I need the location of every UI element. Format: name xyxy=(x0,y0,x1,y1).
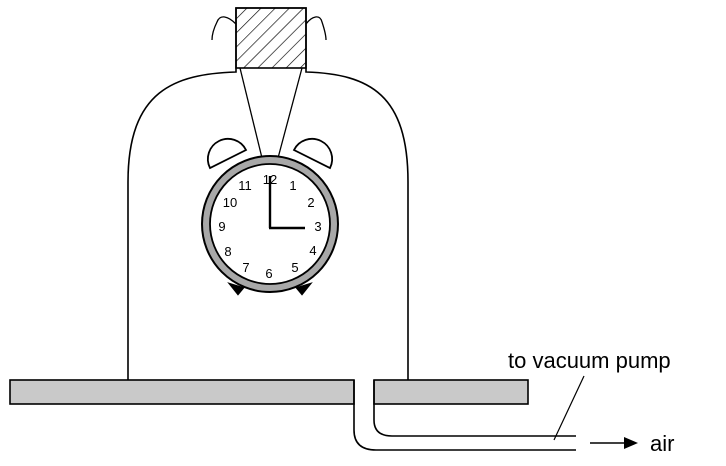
clock-bell-right xyxy=(292,137,333,170)
thread-right xyxy=(277,67,303,159)
leader-line-pump xyxy=(553,375,585,441)
rubber-bung xyxy=(235,7,307,69)
thread-left xyxy=(239,67,263,159)
pipe-inner xyxy=(373,380,576,437)
clock-numeral-5: 5 xyxy=(291,260,298,275)
label-air: air xyxy=(650,431,674,456)
clock-foot-left xyxy=(227,282,245,296)
clock-numeral-7: 7 xyxy=(242,260,249,275)
arrow-icon xyxy=(590,437,638,449)
alarm-clock: 12 1 2 3 4 5 6 7 8 9 10 11 xyxy=(201,137,339,296)
clock-numeral-11: 11 xyxy=(238,178,252,193)
base-plate-right xyxy=(373,379,529,405)
clock-foot-right xyxy=(295,282,313,296)
clock-numeral-10: 10 xyxy=(223,195,237,210)
clock-numeral-1: 1 xyxy=(289,178,296,193)
thread-loop-right xyxy=(305,16,327,41)
clock-numeral-9: 9 xyxy=(218,219,225,234)
thread-loop-left xyxy=(211,16,237,41)
base-plate-left xyxy=(9,379,355,405)
clock-bell-left xyxy=(207,137,248,170)
clock-numeral-6: 6 xyxy=(265,266,272,281)
label-to-vacuum-pump: to vacuum pump xyxy=(508,348,671,373)
clock-numeral-3: 3 xyxy=(314,219,321,234)
clock-numeral-2: 2 xyxy=(307,195,314,210)
clock-numeral-12: 12 xyxy=(263,172,277,187)
pipe-outer xyxy=(353,380,576,451)
clock-numeral-8: 8 xyxy=(224,244,231,259)
clock-numeral-4: 4 xyxy=(309,243,316,258)
